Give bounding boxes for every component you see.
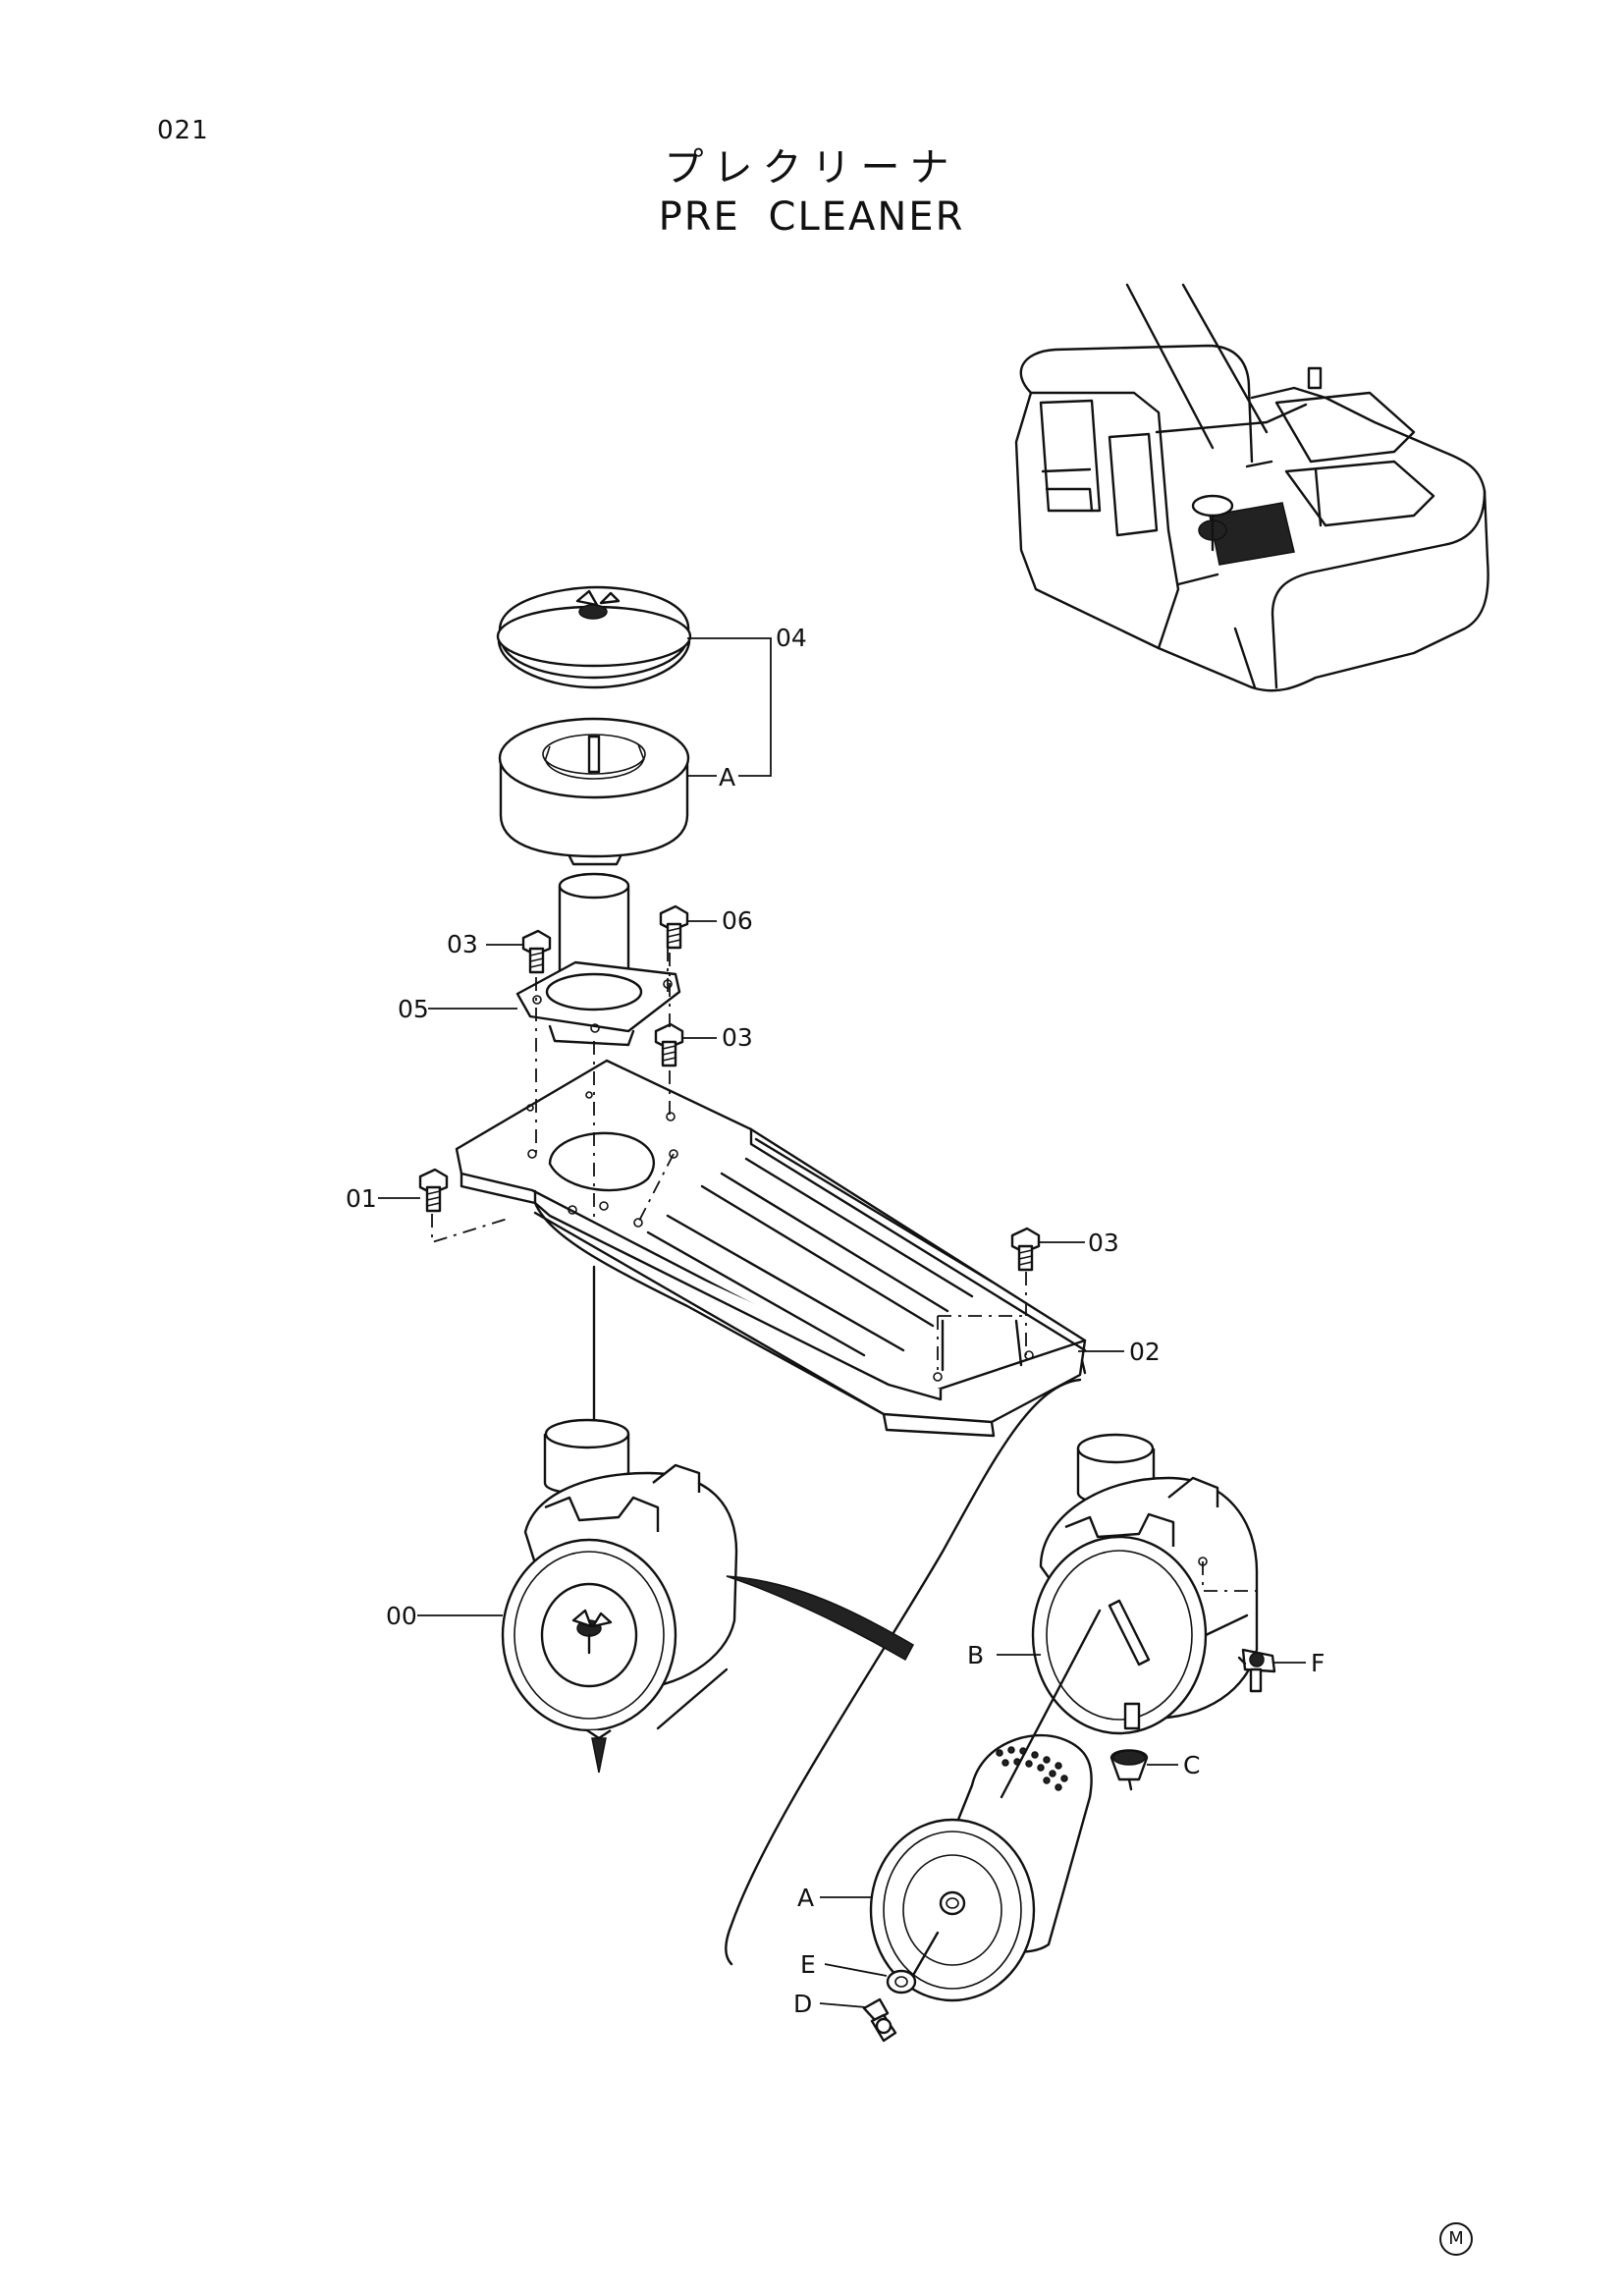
callout-labels: 04 A 03 06 05 03 01 03 02 00 B F C A E D [346, 624, 1325, 2018]
bolt-03-right [1010, 1227, 1041, 1272]
title-english: PRE CLEANER [658, 194, 965, 240]
callout-d: D [793, 1990, 812, 2018]
wing-nut-d [862, 1997, 897, 2043]
title-japanese: プレクリーナ [664, 145, 959, 191]
valve-seat-c [1109, 1749, 1149, 1791]
callout-03-right: 03 [1088, 1229, 1119, 1257]
inlet-pipe-flange [515, 872, 681, 1047]
callout-03-upper: 03 [447, 930, 478, 958]
excavator-location-inset [1014, 283, 1489, 692]
callout-04: 04 [776, 624, 807, 652]
washer-e [886, 1969, 917, 1995]
bolt-03-upper [521, 929, 552, 974]
page-number: 021 [157, 116, 209, 145]
callout-05: 05 [398, 995, 429, 1023]
callout-f: F [1311, 1649, 1325, 1677]
callout-a-detail: A [797, 1884, 814, 1912]
pre-cleaner-assembly [501, 1418, 738, 1774]
mounting-bracket [455, 1059, 1087, 1438]
callout-e: E [800, 1950, 816, 1979]
bolt-03-middle [654, 1022, 684, 1067]
drain-valve-f [1237, 1648, 1276, 1693]
callout-b: B [967, 1641, 984, 1669]
callout-03-middle: 03 [722, 1023, 753, 1052]
alignment-lines [431, 948, 1027, 1446]
pre-cleaner-cyclone-body [498, 717, 690, 866]
leader-lines [378, 637, 1306, 2008]
filter-element-a [869, 1609, 1102, 2002]
bolt-01 [418, 1168, 449, 1213]
bolt-06 [659, 904, 689, 950]
pre-cleaner-cover [496, 585, 692, 689]
callout-01: 01 [346, 1184, 377, 1213]
corner-mark: M [1439, 2222, 1473, 2256]
callout-06: 06 [722, 906, 753, 935]
detail-boundary [725, 1378, 1082, 1966]
detail-pointer [726, 1575, 915, 1662]
detail-housing [1031, 1433, 1259, 1735]
callout-c: C [1183, 1751, 1200, 1779]
callout-00: 00 [386, 1602, 417, 1630]
callout-a-top: A [719, 763, 735, 792]
callout-02: 02 [1129, 1338, 1161, 1366]
